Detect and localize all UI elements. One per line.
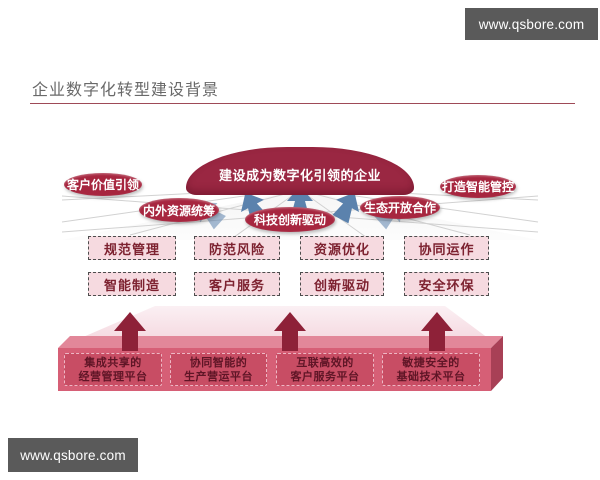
capability-box: 规范管理: [88, 236, 176, 260]
title-divider: [30, 103, 575, 104]
platform-box-line2: 客户服务平台: [290, 370, 360, 383]
vision-dome: 建设成为数字化引领的企业: [186, 147, 414, 195]
capability-box: 防范风险: [194, 236, 280, 260]
platform-box-line1: 敏捷安全的: [402, 356, 460, 369]
maroon-up-arrow: [114, 312, 146, 351]
capability-box: 协同运作: [404, 236, 489, 260]
driver-oval-open-ecosystem: 生态开放合作: [360, 196, 440, 219]
platform-box: 协同智能的 生产营运平台: [170, 353, 267, 386]
platform-box-line1: 集成共享的: [84, 356, 142, 369]
maroon-up-arrow: [274, 312, 306, 351]
watermark-top-text: www.qsbore.com: [478, 16, 585, 32]
watermark-bottom-text: www.qsbore.com: [20, 447, 126, 463]
platform-box: 集成共享的 经营管理平台: [64, 353, 162, 386]
platform-slab-side: [491, 336, 503, 391]
up-arrows: [114, 312, 453, 351]
capability-box: 客户服务: [194, 272, 280, 296]
platform-box-line1: 协同智能的: [189, 356, 248, 369]
platform-box: 敏捷安全的 基础技术平台: [382, 353, 480, 386]
blue-chevron-arrow: [332, 192, 360, 224]
platform-box: 互联高效的 客户服务平台: [276, 353, 374, 386]
capability-box: 安全环保: [404, 272, 489, 296]
capability-box: 资源优化: [300, 236, 384, 260]
maroon-up-arrow: [421, 312, 453, 351]
driver-oval-resources: 内外资源统筹: [139, 198, 219, 222]
capability-box: 智能制造: [88, 272, 176, 296]
driver-oval-tech-innovation: 科技创新驱动: [245, 207, 335, 232]
platform-box-line2: 基础技术平台: [396, 370, 466, 383]
watermark-bottom: www.qsbore.com: [8, 438, 138, 472]
platform-box-line1: 互联高效的: [296, 356, 354, 369]
driver-oval-customer-value: 客户价值引领: [64, 173, 142, 196]
vision-text: 建设成为数字化引领的企业: [218, 167, 381, 183]
capability-box: 创新驱动: [300, 272, 384, 296]
watermark-top: www.qsbore.com: [465, 8, 598, 40]
platform-box-line2: 生产营运平台: [184, 370, 253, 383]
driver-oval-smart-control: 打造智能管控: [440, 175, 516, 198]
page-title: 企业数字化转型建设背景: [32, 82, 220, 99]
platform-slab-top: [58, 336, 503, 348]
platform-box-line2: 经营管理平台: [78, 370, 148, 383]
